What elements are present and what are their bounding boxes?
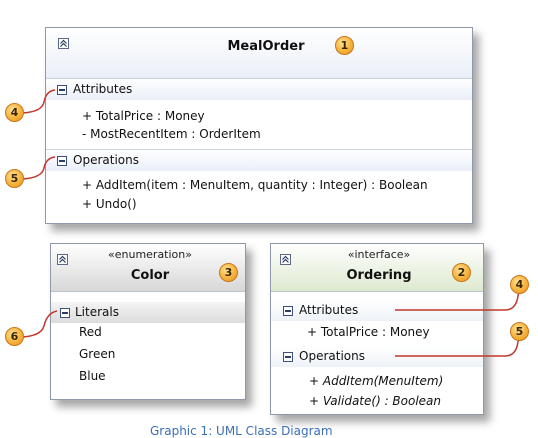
leader-line-ordering-attributes	[395, 290, 520, 311]
meal-order-header	[46, 28, 472, 86]
leader-line-attributes	[21, 89, 56, 114]
literal-item[interactable]: Blue	[79, 369, 106, 383]
literals-section[interactable]: Literals	[51, 302, 245, 323]
attribute-item[interactable]: + TotalPrice : Money	[307, 325, 430, 339]
attributes-label: Attributes	[73, 82, 133, 96]
leader-line-literals	[21, 310, 58, 338]
callout-badge: 6	[5, 327, 24, 346]
callout-badge: 2	[452, 263, 471, 282]
collapse-minus-icon[interactable]	[57, 156, 67, 166]
ordering-interface[interactable]: «interface» Ordering Attributes + TotalP…	[270, 243, 484, 415]
collapse-chevron-icon[interactable]	[280, 254, 291, 265]
color-stereotype: «enumeration»	[108, 248, 192, 261]
literal-item[interactable]: Green	[79, 347, 116, 361]
literal-item[interactable]: Red	[79, 325, 102, 339]
leader-line-ordering-operations	[395, 337, 520, 357]
figure-caption: Graphic 1: UML Class Diagram	[150, 424, 333, 438]
callout-badge: 3	[219, 263, 238, 282]
operations-label: Operations	[73, 153, 139, 167]
ordering-attributes-section[interactable]: Attributes	[271, 300, 483, 321]
meal-order-class[interactable]: MealOrder Attributes + TotalPrice : Mone…	[45, 27, 473, 224]
operations-label: Operations	[299, 349, 365, 363]
callout-badge: 4	[5, 103, 24, 122]
collapse-chevron-icon[interactable]	[57, 254, 68, 265]
meal-order-operations-section[interactable]: Operations	[46, 149, 472, 171]
operation-item[interactable]: + Validate() : Boolean	[309, 394, 442, 408]
ordering-stereotype: «interface»	[347, 248, 411, 261]
callout-badge: 5	[5, 169, 24, 188]
callout-badge: 4	[510, 275, 529, 294]
attribute-item[interactable]: + TotalPrice : Money	[82, 109, 205, 123]
callout-badge: 1	[335, 36, 354, 55]
collapse-minus-icon[interactable]	[283, 352, 293, 362]
leader-line-operations	[21, 156, 56, 180]
color-enumeration[interactable]: «enumeration» Color Literals Red Green B…	[50, 243, 246, 400]
color-header	[51, 244, 245, 292]
attributes-label: Attributes	[299, 303, 359, 317]
collapse-chevron-icon[interactable]	[58, 38, 69, 49]
meal-order-title: MealOrder	[227, 39, 305, 54]
color-title: Color	[130, 268, 170, 283]
callout-badge: 5	[510, 322, 529, 341]
ordering-title: Ordering	[346, 268, 412, 283]
ordering-header	[271, 244, 483, 292]
ordering-operations-section[interactable]: Operations	[271, 346, 483, 367]
literals-label: Literals	[75, 305, 119, 319]
operation-item[interactable]: + AddItem(MenuItem)	[309, 374, 444, 388]
attribute-item[interactable]: - MostRecentItem : OrderItem	[82, 127, 261, 141]
operation-item[interactable]: + Undo()	[82, 197, 137, 211]
collapse-minus-icon[interactable]	[60, 308, 70, 318]
collapse-minus-icon[interactable]	[57, 85, 67, 95]
meal-order-attributes-section[interactable]: Attributes	[46, 78, 472, 100]
collapse-minus-icon[interactable]	[283, 306, 293, 316]
operation-item[interactable]: + AddItem(item : MenuItem, quantity : In…	[82, 178, 428, 192]
